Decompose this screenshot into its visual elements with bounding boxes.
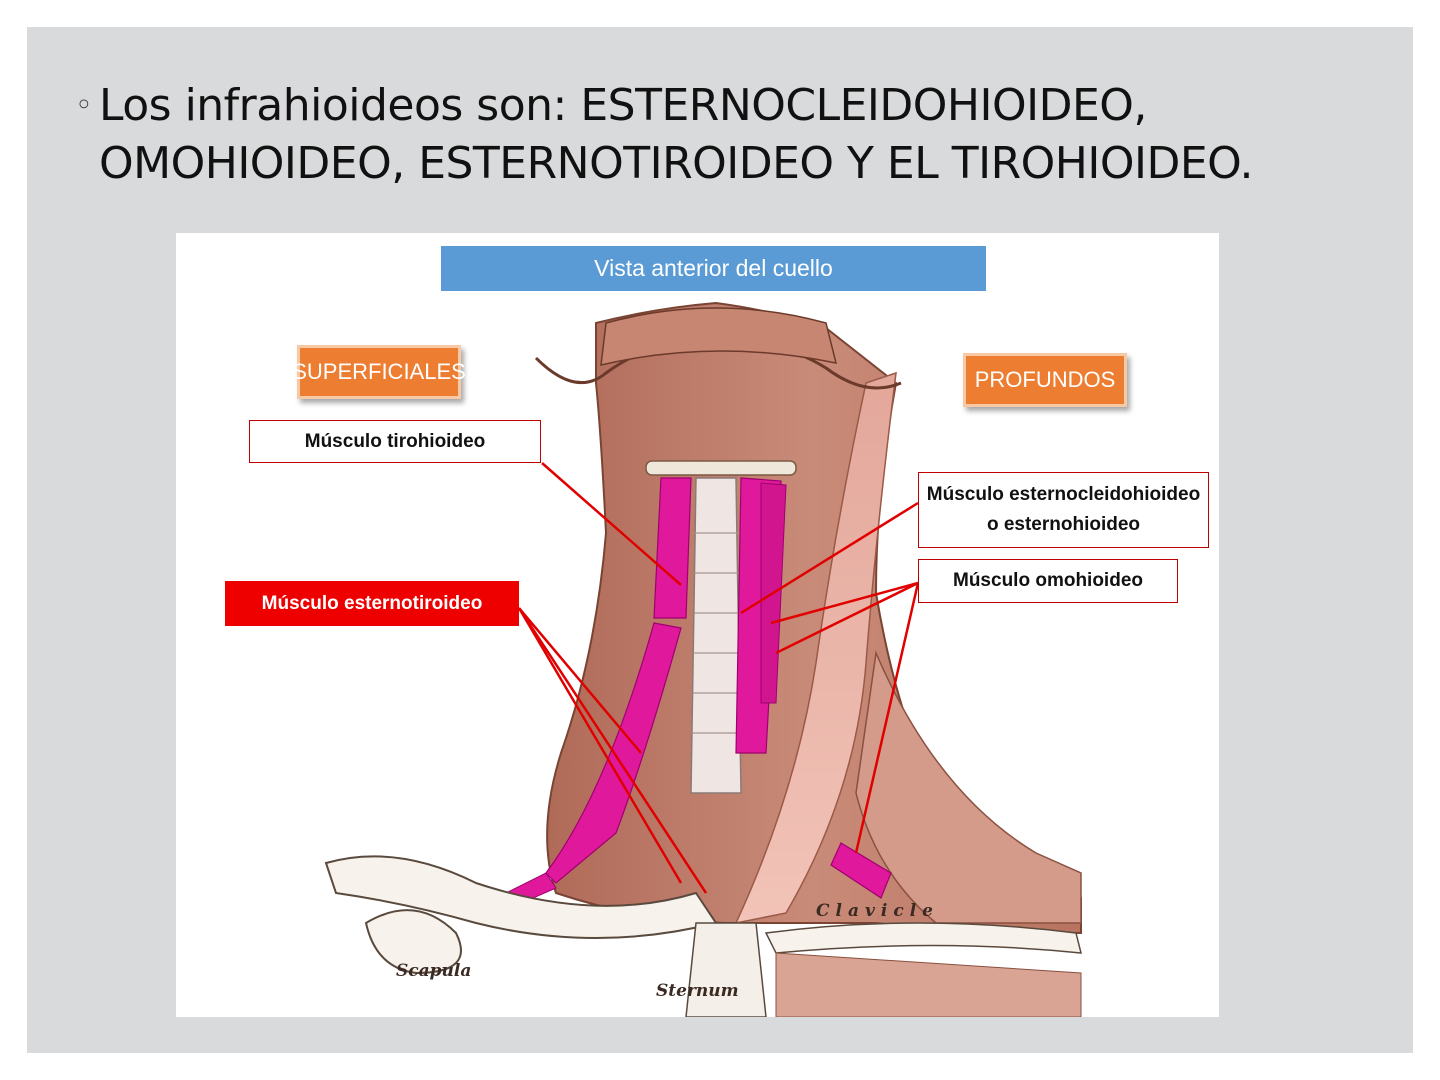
- sternocleidomastoid-shape: [734, 371, 897, 925]
- anatomy-figure: Vista anterior del cuello SUPERFICIALES …: [176, 233, 1219, 1017]
- superficial-category-label: SUPERFICIALES: [292, 345, 466, 399]
- deep-category-label: PROFUNDOS: [963, 353, 1127, 407]
- neck-anatomy-illustration: [324, 301, 1082, 1017]
- hyoid-bone: [645, 460, 797, 476]
- esternocleidohioideo-label: Músculo esternocleidohioideo o esternohi…: [918, 472, 1209, 548]
- mandible-shape: [600, 307, 838, 366]
- pectoral-shape: [775, 952, 1082, 1017]
- esternocleidohioideo-label-line2: o esternohioideo: [986, 514, 1141, 535]
- omohyoid-lower-highlight: [830, 842, 892, 899]
- omohioideo-label: Músculo omohioideo: [918, 559, 1178, 603]
- scapula-label: Scapula: [396, 961, 472, 981]
- clavicle-shape: [324, 855, 718, 939]
- trachea-rings: [692, 532, 741, 734]
- bullet-paragraph: ◦ Los infrahioideos son: ESTERNOCLEIDOHI…: [75, 77, 1375, 193]
- scapula-shape: [364, 909, 462, 975]
- sternum-shape: [685, 922, 767, 1017]
- trapezius-shape: [855, 650, 1082, 924]
- pointer-lines: [517, 462, 920, 894]
- bullet-text: Los infrahioideos son: ESTERNOCLEIDOHIOI…: [99, 80, 1253, 189]
- trachea-shape: [690, 477, 742, 794]
- figure-title: Vista anterior del cuello: [441, 246, 986, 291]
- sternum-label: Sternum: [656, 981, 739, 1001]
- right-clavicle-shape: [764, 922, 1082, 954]
- esternotiroideo-label: Músculo esternotiroideo: [225, 581, 519, 626]
- bullet-icon: ◦: [75, 88, 93, 123]
- thyrohyoid-highlight: [653, 477, 692, 619]
- clavicle-label: Clavicle: [816, 901, 939, 921]
- tirohioideo-label: Músculo tirohioideo: [249, 420, 541, 463]
- esternocleidohioideo-label-line1: Músculo esternocleidohioideo: [926, 484, 1201, 505]
